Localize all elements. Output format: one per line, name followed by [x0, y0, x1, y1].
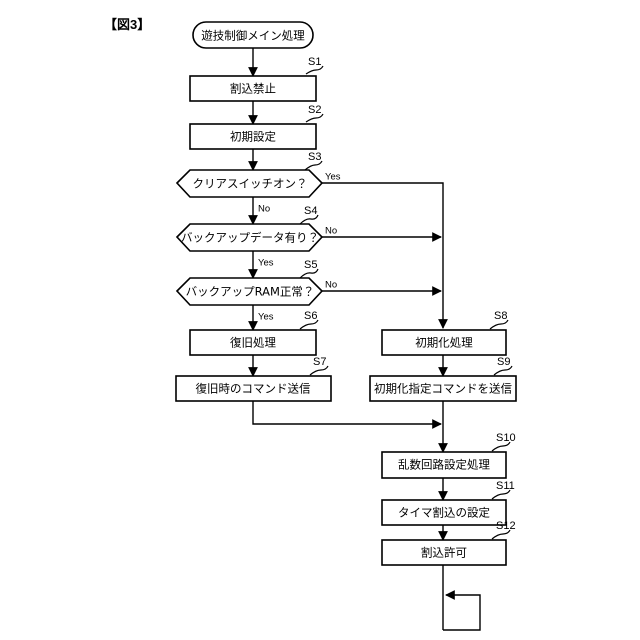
node-s5[interactable]: バックアップRAM正常？: [175, 277, 324, 306]
leader-s8: [489, 319, 509, 330]
leader-s12: [491, 529, 511, 540]
step-label-s12: S12: [496, 520, 516, 532]
step-label-s9: S9: [497, 356, 510, 368]
step-label-s4: S4: [304, 205, 317, 217]
node-start[interactable]: 遊技制御メイン処理: [192, 21, 314, 49]
node-s6-label: 復旧処理: [230, 336, 276, 350]
node-s8[interactable]: 初期化処理: [381, 329, 507, 356]
leader-s4: [299, 214, 319, 225]
node-s4[interactable]: バックアップデータ有り？: [175, 223, 324, 252]
edge-s7-to-merge: [252, 401, 442, 429]
leader-s3: [304, 160, 323, 171]
node-s11[interactable]: タイマ割込の設定: [381, 499, 507, 526]
node-s11-label: タイマ割込の設定: [398, 506, 490, 520]
step-label-s5: S5: [304, 259, 317, 271]
step-label-s10: S10: [496, 432, 516, 444]
branch-label-s4-yes: Yes: [258, 258, 274, 269]
node-s10-label: 乱数回路設定処理: [398, 458, 490, 472]
branch-label-s3-yes: Yes: [325, 172, 341, 183]
node-s2-label: 初期設定: [230, 130, 276, 144]
leader-s9: [493, 365, 513, 376]
edge-s3-yes-to-rail: [322, 182, 448, 329]
step-label-s1: S1: [308, 56, 321, 68]
leader-s6: [299, 319, 319, 330]
node-s1-label: 割込禁止: [230, 82, 276, 96]
node-s9-label: 初期化指定コマンドを送信: [374, 382, 512, 396]
node-s6[interactable]: 復旧処理: [189, 329, 317, 356]
leader-s2: [305, 113, 324, 123]
branch-label-s5-yes: Yes: [258, 312, 274, 323]
node-s1[interactable]: 割込禁止: [189, 75, 317, 102]
step-label-s11: S11: [496, 480, 515, 492]
node-start-label: 遊技制御メイン処理: [201, 29, 305, 43]
branch-label-s5-no: No: [325, 280, 337, 291]
step-label-s6: S6: [304, 310, 317, 322]
node-s3[interactable]: クリアスイッチオン？: [175, 169, 324, 198]
node-s2[interactable]: 初期設定: [189, 123, 317, 150]
node-s10[interactable]: 乱数回路設定処理: [381, 451, 507, 479]
node-s7[interactable]: 復旧時のコマンド送信: [175, 375, 332, 402]
step-label-s7: S7: [313, 356, 326, 368]
leader-s7: [309, 365, 329, 376]
step-label-s8: S8: [494, 310, 507, 322]
step-label-s2: S2: [308, 104, 321, 116]
node-s9[interactable]: 初期化指定コマンドを送信: [369, 375, 517, 402]
node-s4-label: バックアップデータ有り？: [181, 231, 319, 245]
node-s5-label: バックアップRAM正常？: [186, 285, 315, 299]
step-label-s3: S3: [308, 151, 321, 163]
edge-bottom-loop-return: [443, 590, 481, 631]
leader-s10: [491, 441, 511, 452]
leader-s5: [299, 268, 319, 279]
node-s12[interactable]: 割込許可: [381, 539, 507, 566]
branch-label-s3-no: No: [258, 204, 270, 215]
figure-number-label: 【図3】: [104, 17, 151, 32]
branch-label-s4-no: No: [325, 226, 337, 237]
node-s3-label: クリアスイッチオン？: [193, 177, 308, 191]
node-s12-label: 割込許可: [421, 546, 467, 560]
node-s8-label: 初期化処理: [415, 336, 473, 350]
node-s7-label: 復旧時のコマンド送信: [196, 382, 311, 396]
leader-s1: [305, 65, 324, 75]
leader-s11: [491, 489, 511, 500]
